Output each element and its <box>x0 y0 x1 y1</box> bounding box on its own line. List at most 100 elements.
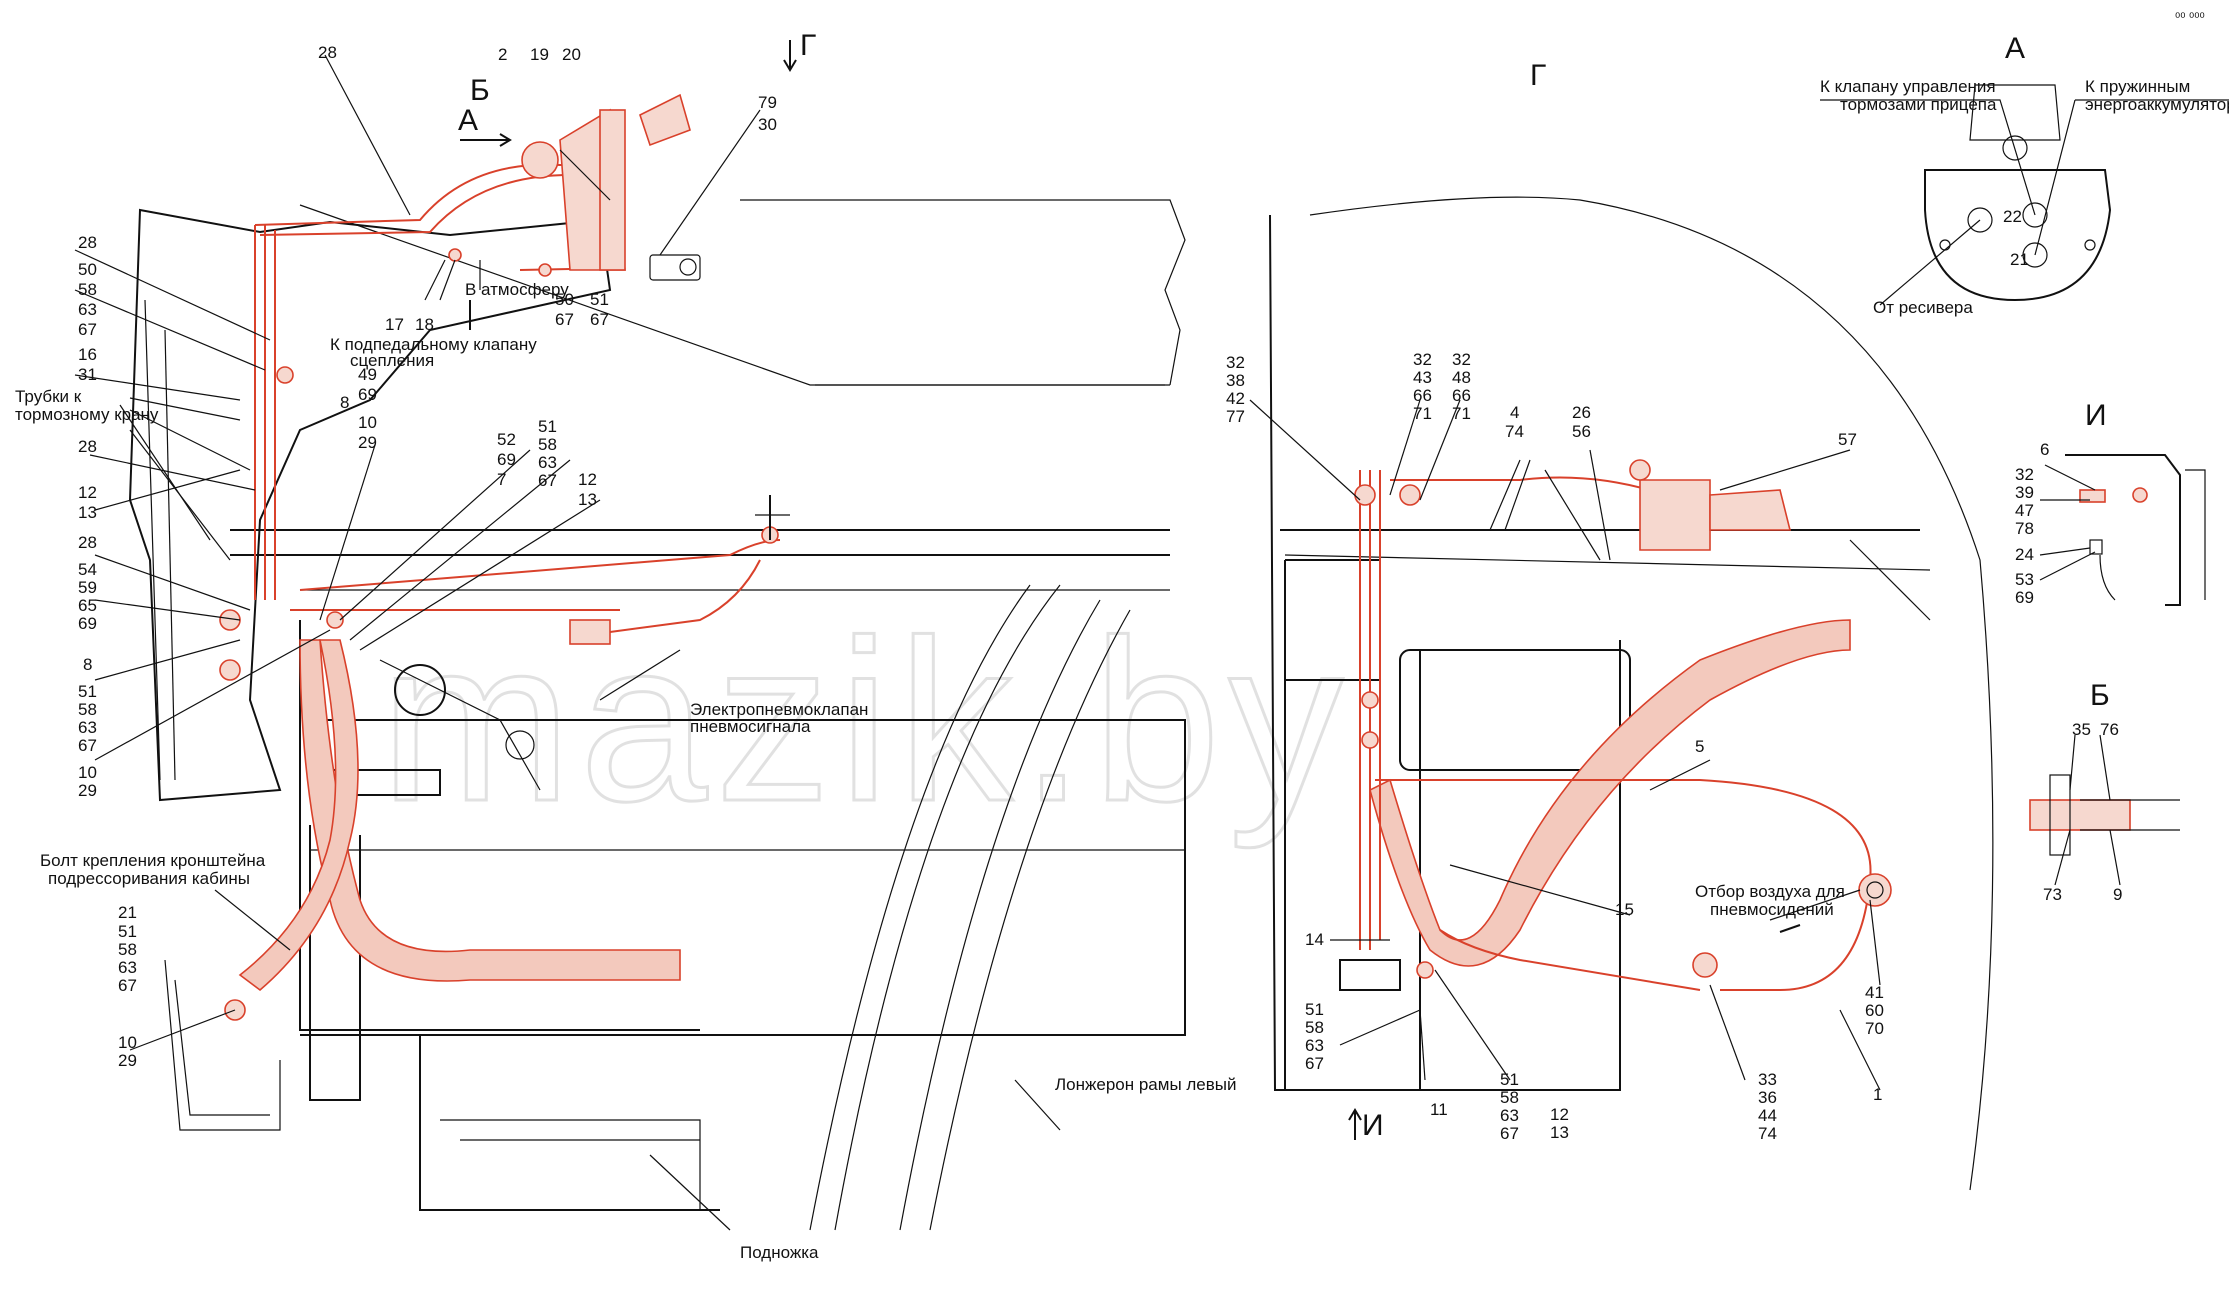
callout: 67 <box>78 736 97 755</box>
callout: 58 <box>78 280 97 299</box>
note-air-take-1: Отбор воздуха для <box>1695 882 1845 901</box>
callout: 17 <box>385 315 404 334</box>
callout: 18 <box>415 315 434 334</box>
arrow-i-label: И <box>1362 1109 1384 1142</box>
callout: 31 <box>78 365 97 384</box>
view-b-title: Б <box>2090 679 2110 712</box>
valve-57 <box>1629 459 1792 551</box>
callout: 13 <box>1550 1123 1569 1142</box>
hose-view-g <box>1369 619 1851 967</box>
callout: 51 <box>78 682 97 701</box>
callout: 8 <box>340 393 349 412</box>
callout: 63 <box>118 958 137 977</box>
left-leaders <box>74 54 1061 1231</box>
callout: 12 <box>1550 1105 1569 1124</box>
callout: 52 <box>497 430 516 449</box>
callout: 67 <box>538 471 557 490</box>
callout: 74 <box>1505 422 1524 441</box>
callout: 63 <box>78 718 97 737</box>
callout: 38 <box>1226 371 1245 390</box>
callout: 71 <box>1413 404 1432 423</box>
callout: 59 <box>78 578 97 597</box>
note-bolt-2: подрессоривания кабины <box>48 869 250 888</box>
view-b <box>2029 734 2180 886</box>
callout: 12 <box>578 470 597 489</box>
callout: 70 <box>1865 1019 1884 1038</box>
callout: 51 <box>1500 1070 1519 1089</box>
callout: 60 <box>1865 1001 1884 1020</box>
callout: 48 <box>1452 368 1471 387</box>
callout: 28 <box>78 437 97 456</box>
note-trailer-valve-1: К клапану управления <box>1820 77 1996 96</box>
callout: 51 <box>538 417 557 436</box>
callout: 35 <box>2072 720 2091 739</box>
callout: 50 <box>555 290 574 309</box>
arrow-b-label: Б <box>470 74 490 107</box>
callout: 29 <box>118 1051 137 1070</box>
callout: 19 <box>530 45 549 64</box>
callout: 10 <box>118 1033 137 1052</box>
callout: 32 <box>1413 350 1432 369</box>
callout: 53 <box>2015 570 2034 589</box>
view-i <box>2039 454 2206 606</box>
callout: 29 <box>358 433 377 452</box>
callout: 67 <box>555 310 574 329</box>
callout: 41 <box>1865 983 1884 1002</box>
callout: 49 <box>358 365 377 384</box>
note-step: Подножка <box>740 1243 819 1262</box>
callout: 2 <box>498 45 507 64</box>
callout: 15 <box>1615 900 1634 919</box>
note-electro-valve-1: Электропневмоклапан <box>690 700 868 719</box>
arrow-g-label: Г <box>800 29 816 62</box>
note-spring-acc-1: К пружинным <box>2085 77 2190 96</box>
callout: 32 <box>1452 350 1471 369</box>
callout: 12 <box>78 483 97 502</box>
callout: 28 <box>78 533 97 552</box>
callout: 66 <box>1452 386 1471 405</box>
callout: 67 <box>1305 1054 1324 1073</box>
callout: 7 <box>497 470 506 489</box>
callout: 58 <box>1500 1088 1519 1107</box>
callout: 54 <box>78 560 97 579</box>
corner-mark: ⁰⁰ ⁰⁰⁰ <box>2175 10 2205 25</box>
callout: 44 <box>1758 1106 1777 1125</box>
note-clutch-1: К подпедальному клапану <box>330 335 537 354</box>
callout: 63 <box>78 300 97 319</box>
view-a <box>1820 84 2229 306</box>
door-curve-1 <box>809 584 1031 1231</box>
callout: 51 <box>118 922 137 941</box>
callout: 32 <box>2015 465 2034 484</box>
callouts: 28 2 19 20 79 30 28 50 58 63 67 16 31 17… <box>78 43 2122 1143</box>
callout: 69 <box>358 385 377 404</box>
callout: 20 <box>562 45 581 64</box>
callout: 69 <box>78 614 97 633</box>
callout: 73 <box>2043 885 2062 904</box>
view-a-title: А <box>2005 32 2025 65</box>
arrow-i <box>1348 1108 1362 1140</box>
callout: 65 <box>78 596 97 615</box>
port-21: 21 <box>2010 250 2029 269</box>
callout: 67 <box>1500 1124 1519 1143</box>
callout: 26 <box>1572 403 1591 422</box>
view-i-title: И <box>2085 399 2107 432</box>
callout: 1 <box>1873 1085 1882 1104</box>
note-spring-acc-2: энергоаккумуляторам <box>2085 95 2229 114</box>
note-brake-tubes-1: Трубки к <box>15 387 82 406</box>
electropneumatic-valve <box>569 559 761 645</box>
callout: 24 <box>2015 545 2034 564</box>
parking-symbol <box>649 254 701 281</box>
callout: 58 <box>118 940 137 959</box>
callout: 67 <box>118 976 137 995</box>
left-view <box>128 93 1186 1231</box>
frame-rail <box>300 719 1186 1036</box>
brake-valve <box>521 93 691 271</box>
callout: 74 <box>1758 1124 1777 1143</box>
note-trailer-valve-2: тормозами прицепа <box>1840 95 1997 114</box>
callout: 57 <box>1838 430 1857 449</box>
view-g-title: Г <box>1530 59 1546 92</box>
note-frame-left: Лонжерон рамы левый <box>1055 1075 1237 1094</box>
arrow-a-label: А <box>458 104 478 137</box>
callout: 51 <box>1305 1000 1324 1019</box>
callout: 13 <box>578 490 597 509</box>
callout: 76 <box>2100 720 2119 739</box>
